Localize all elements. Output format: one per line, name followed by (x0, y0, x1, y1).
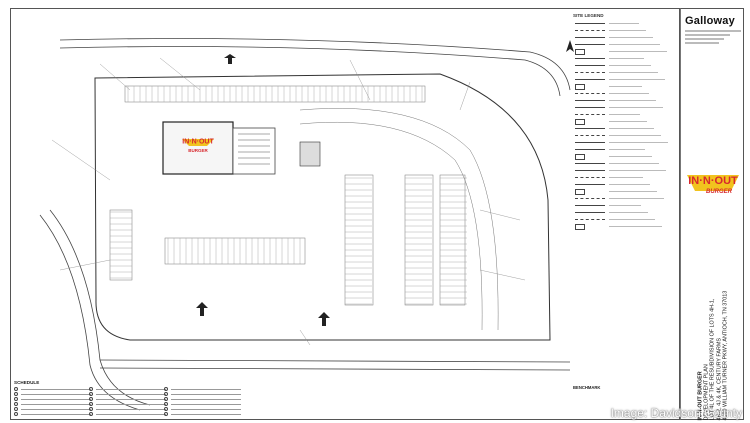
schedule-row (164, 407, 264, 411)
legend-row (575, 133, 675, 138)
bottom-road-2 (99, 367, 571, 371)
firm-address-lines (685, 30, 741, 46)
schedule-row (89, 402, 189, 406)
benchmark-box: BENCHMARK (573, 385, 677, 419)
schedule-row (14, 397, 114, 401)
west-curve-road-2 (39, 214, 141, 411)
legend-row (575, 42, 675, 47)
legend-row (575, 147, 675, 152)
legend-row (575, 217, 675, 222)
traffic-arrow-2 (196, 302, 208, 316)
building-logo-text: IN·N·OUT (182, 139, 214, 146)
legend-row (575, 70, 675, 75)
legend-row (575, 49, 675, 55)
legend-row (575, 56, 675, 61)
schedule-row (89, 407, 189, 411)
legend-row (575, 91, 675, 96)
legend-row (575, 119, 675, 125)
legend-row (575, 189, 675, 195)
legend-row (575, 154, 675, 160)
parking-west (109, 209, 133, 281)
traffic-arrow-3 (224, 54, 236, 64)
traffic-arrow-1 (318, 312, 330, 326)
drive-aisle-east (299, 108, 499, 331)
schedule-row (14, 407, 114, 411)
parking-row-2 (344, 174, 374, 306)
building-footprint (162, 121, 321, 175)
schedule-row (14, 387, 114, 391)
legend-row (575, 196, 675, 201)
drive-aisle-east-2 (299, 121, 483, 331)
schedule-row (164, 402, 264, 406)
parking-row-4 (439, 174, 466, 306)
legend-row (575, 21, 675, 26)
schedule-row (164, 397, 264, 401)
schedule-row (89, 397, 189, 401)
parking-row-1 (164, 237, 306, 265)
legend-row (575, 105, 675, 110)
legend-row (575, 203, 675, 208)
schedule-row (89, 412, 189, 416)
schedule-row (89, 392, 189, 396)
road-top-edge-2 (59, 46, 561, 97)
legend-row (575, 84, 675, 90)
legend-row (575, 182, 675, 187)
legend-row (575, 126, 675, 131)
legend-row (575, 224, 675, 230)
drawing-border (10, 8, 680, 420)
legend-title: SITE LEGEND (573, 13, 604, 18)
logo-text: IN·N·OUT (688, 175, 738, 187)
legend-row (575, 168, 675, 173)
building-logo: IN·N·OUT BURGER (182, 139, 214, 153)
image-credit: Image: Davidson County (610, 406, 742, 420)
in-n-out-logo: IN·N·OUT BURGER (687, 175, 739, 195)
schedule-table: SCHEDULE (14, 380, 241, 418)
legend-row (575, 112, 675, 117)
schedule-row (14, 392, 114, 396)
property-boundary (94, 73, 551, 341)
logo-subtext: BURGER (706, 189, 733, 195)
north-arrow (566, 40, 574, 52)
legend-row (575, 161, 675, 166)
legend-row (575, 28, 675, 33)
parking-stall-lines (110, 86, 467, 305)
legend-row (575, 175, 675, 180)
legend-row (575, 63, 675, 68)
benchmark-title: BENCHMARK (573, 385, 601, 390)
road-top-edge (59, 38, 571, 91)
schedule-row (164, 412, 264, 416)
schedule-row (164, 387, 264, 391)
schedule-row (14, 402, 114, 406)
bottom-road (99, 359, 571, 363)
legend-row (575, 210, 675, 215)
schedule-row (14, 412, 114, 416)
project-title-line: 4100 WILLIAM TURNER PKWY, ANTIOCH, TN 37… (722, 290, 729, 421)
schedule-row (89, 387, 189, 391)
parking-row-3 (404, 174, 434, 306)
legend-row (575, 77, 675, 82)
schedule-title: SCHEDULE (14, 380, 40, 385)
legend-row (575, 35, 675, 40)
site-legend: SITE LEGEND (573, 13, 677, 233)
legend-row (575, 140, 675, 145)
building-logo-subtext: BURGER (188, 148, 208, 153)
parking-north (124, 85, 426, 103)
schedule-row (164, 392, 264, 396)
title-block: Galloway IN·N·OUT BURGER IN-N-OUT BURGER… (680, 8, 744, 421)
legend-row (575, 98, 675, 103)
firm-name: Galloway (685, 15, 735, 27)
